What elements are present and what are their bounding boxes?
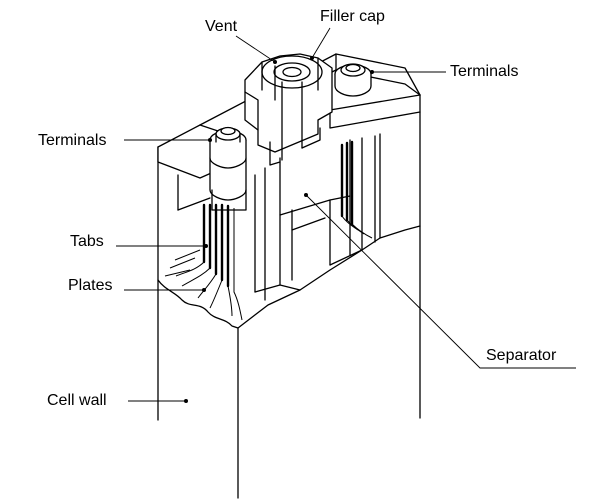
leader-lines [116, 27, 576, 403]
label-terminals-left: Terminals [38, 132, 107, 149]
cutaway-edge [157, 225, 421, 329]
right-tabs-bundle [340, 140, 373, 239]
right-terminal [334, 63, 372, 97]
leader-filler-cap [311, 27, 331, 59]
leader-vent [235, 35, 276, 63]
label-filler-cap: Filler cap [320, 8, 385, 25]
label-separator: Separator [486, 347, 557, 364]
leader-separator [305, 194, 576, 369]
tabs-bundle [175, 203, 243, 321]
label-cell-wall: Cell wall [47, 392, 107, 409]
label-plates: Plates [68, 277, 113, 294]
left-terminal [209, 126, 247, 211]
label-terminals-right: Terminals [450, 63, 519, 80]
label-tabs: Tabs [70, 233, 104, 250]
filler-cap [244, 53, 333, 166]
label-vent: Vent [205, 18, 238, 35]
separator-housing [254, 133, 381, 301]
